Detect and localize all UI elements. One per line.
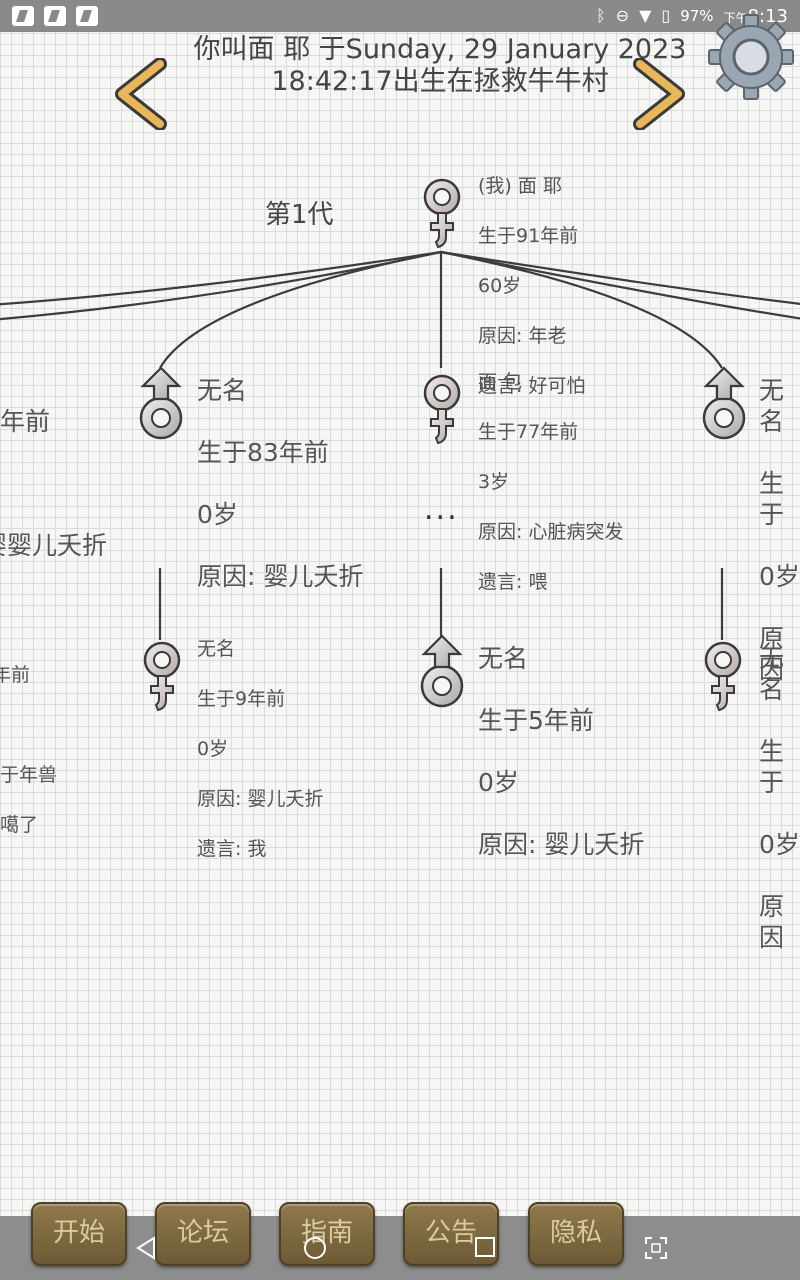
person-age: 0岁: [197, 738, 229, 760]
person-born: 生于5年前: [478, 706, 594, 735]
battery-icon: ▯: [661, 6, 671, 25]
bluetooth-icon: ᛒ: [596, 6, 606, 25]
person-words: 遗言: 喂: [478, 571, 548, 593]
male-icon[interactable]: [700, 366, 748, 444]
female-icon[interactable]: [417, 173, 467, 251]
person-age: 0岁: [759, 830, 800, 859]
person-name: 面 包: [478, 371, 523, 393]
navigation-bar: [0, 1216, 800, 1280]
person-name: 无名: [197, 638, 236, 660]
recents-icon[interactable]: [474, 1236, 496, 1258]
female-icon[interactable]: [417, 369, 467, 447]
person-cause: 原因: 婴儿夭折: [197, 562, 364, 591]
start-button[interactable]: 开始: [31, 1202, 127, 1266]
person-age: 0岁: [197, 500, 238, 529]
do-not-disturb-icon: ⊖: [615, 6, 630, 25]
person-cause: 于年兽: [0, 764, 58, 786]
birth-info: 你叫面 耶 于Sunday, 29 January 2023 18:42:17出…: [150, 34, 730, 98]
grandchild-info: 无名 生于9年前 0岁 原因: 婴儿夭折 遗言: 我: [197, 612, 323, 887]
person-born: 生于9年前: [197, 688, 286, 710]
grandchild-info-clipped: 无名 生于 0岁 原因: [759, 612, 800, 984]
person-cause: 婴婴儿夭折: [0, 531, 108, 560]
person-cause: 原因: 心脏病突发: [478, 521, 624, 543]
announcement-button[interactable]: 公告: [403, 1202, 499, 1266]
person-cause: 原因: 婴儿夭折: [197, 788, 324, 810]
person-words: 遗言: 好可怕: [478, 375, 586, 397]
person-age: 0岁: [759, 562, 800, 591]
person-age: [0, 468, 107, 499]
female-icon[interactable]: [137, 636, 187, 714]
person-cause: 原因: [759, 892, 785, 952]
child-info: 面 包 生于77年前 3岁 原因: 心脏病突发 遗言: 喂: [478, 345, 623, 620]
chevron-left-icon[interactable]: [110, 58, 170, 130]
person-name: 无名: [197, 376, 248, 405]
grandchild-info: 无名 生于5年前 0岁 原因: 婴儿夭折: [478, 612, 644, 891]
generation-label: 第1代: [265, 200, 334, 230]
person-age: 3岁: [478, 471, 510, 493]
guide-button[interactable]: 指南: [279, 1202, 375, 1266]
gear-icon[interactable]: [708, 14, 794, 100]
child-info: 无名 生于83年前 0岁 原因: 婴儿夭折: [197, 344, 363, 623]
status-bar: ᛒ ⊖ ▼ ▯ 97% 下午8:13: [0, 0, 800, 32]
person-cause: 原因: 年老: [478, 325, 567, 347]
person-name: 无名: [759, 644, 785, 704]
battery-level: 97%: [680, 7, 714, 25]
person-born: 生于91年前: [478, 225, 579, 247]
person-cause: 原因: 婴儿夭折: [478, 830, 645, 859]
male-icon[interactable]: [418, 634, 466, 712]
back-icon[interactable]: [134, 1236, 158, 1260]
male-icon[interactable]: [137, 366, 185, 444]
more-generations-ellipsis: ...: [424, 492, 459, 527]
person-born: 年前: [0, 407, 51, 436]
person-words: 噶了: [0, 814, 39, 836]
app-notification-icon: [12, 6, 34, 26]
person-name: 无名: [478, 644, 529, 673]
person-age: 60岁: [478, 275, 522, 297]
person-cause: 原因: [759, 624, 785, 684]
app-notification-icon: [44, 6, 66, 26]
privacy-button[interactable]: 隐私: [528, 1202, 624, 1266]
person-age: 0岁: [478, 768, 519, 797]
screenshot-icon[interactable]: [644, 1236, 668, 1260]
forum-button[interactable]: 论坛: [155, 1202, 251, 1266]
root-person-info: (我) 面 耶 生于91年前 60岁 原因: 年老 遗言: 好可怕: [478, 149, 585, 424]
birth-info-line2: 18:42:17出生在拯救牛牛村: [271, 66, 609, 97]
person-born: 生于83年前: [197, 438, 329, 467]
person-name: 无名: [759, 376, 785, 436]
chevron-right-icon[interactable]: [630, 58, 690, 130]
person-born: 生于: [759, 469, 785, 529]
person-born: 生于: [759, 737, 785, 797]
female-icon[interactable]: [698, 636, 748, 714]
person-words: 遗言: 我: [197, 838, 267, 860]
person-born: 生于77年前: [478, 421, 579, 443]
person-name: (我) 面 耶: [478, 175, 562, 197]
person-born: 年前: [0, 664, 31, 686]
app-notification-icon: [76, 6, 98, 26]
child-info-clipped: 无名 生于 0岁 原因: [759, 344, 800, 716]
child-info-clipped: 年前 婴婴儿夭折: [0, 375, 107, 592]
grandchild-info-clipped: 年前 于年兽 噶了: [0, 638, 57, 863]
wifi-icon: ▼: [639, 6, 652, 25]
birth-info-line1: 你叫面 耶 于Sunday, 29 January 2023: [193, 34, 687, 65]
home-icon[interactable]: [303, 1236, 327, 1260]
